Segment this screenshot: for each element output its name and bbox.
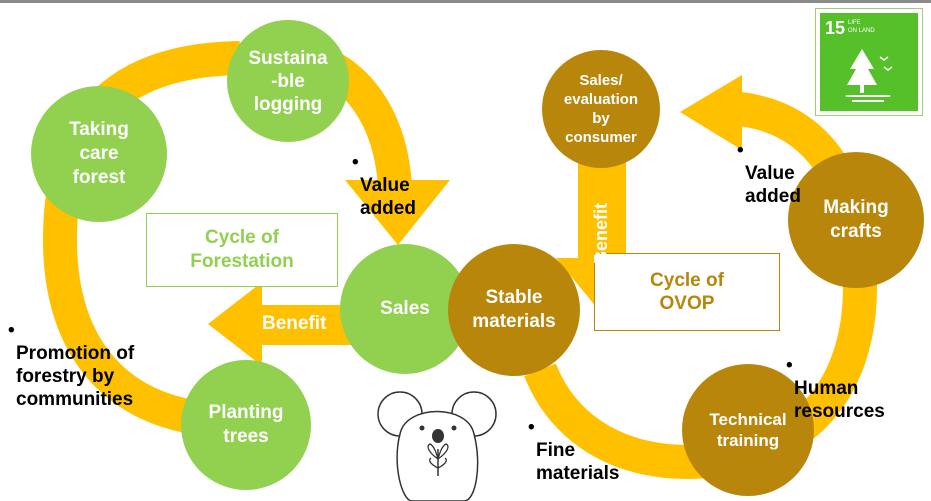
- forestation-cycle-title-text: Cycle of Forestation: [190, 227, 294, 272]
- human-resources-text: Human resources: [794, 378, 885, 422]
- node-taking-care-forest: Taking care forest: [31, 86, 167, 222]
- tree-icon: [846, 49, 893, 102]
- node-making-crafts: Making crafts: [788, 152, 924, 288]
- forestation-value-added-text: Value added: [360, 175, 416, 219]
- node-planting-trees-label: Planting trees: [208, 402, 284, 447]
- node-technical-training: Technical training: [682, 364, 814, 496]
- bullet: •: [786, 355, 793, 376]
- human-resources: • Human resources: [786, 331, 885, 423]
- ovop-value-arrowhead: [680, 75, 742, 150]
- value-added-arrowhead: [345, 180, 450, 245]
- forestation-value-added: • Value added: [352, 128, 416, 220]
- node-taking-care-forest-label: Taking care forest: [69, 119, 129, 188]
- node-sales-label: Sales: [380, 298, 430, 319]
- node-making-crafts-label: Making crafts: [823, 197, 889, 242]
- ovop-value-added: • Value added: [737, 116, 801, 208]
- ovop-cycle-title: Cycle of OVOP: [594, 253, 780, 331]
- promotion-of-forestry: • Promotion of forestry by communities: [8, 296, 134, 411]
- node-technical-training-label: Technical training: [709, 410, 787, 450]
- forestation-ring: [42, 41, 241, 437]
- fine-materials-text: Fine materials: [536, 440, 620, 484]
- sdg-number: 15: [825, 18, 846, 38]
- node-sustainable-logging: Sustaina -ble logging: [227, 20, 349, 142]
- bullet: •: [8, 320, 15, 341]
- ovop-ring: [524, 91, 877, 479]
- node-sustainable-logging-label: Sustaina -ble logging: [248, 47, 328, 115]
- promotion-of-forestry-text: Promotion of forestry by communities: [16, 343, 135, 410]
- forestation-benefit-label: Benefit: [262, 313, 327, 334]
- fine-materials: • Fine materials: [528, 393, 619, 485]
- node-stable-materials: Stable materials: [448, 244, 580, 376]
- bullet: •: [528, 417, 535, 438]
- ovop-cycle-title-text: Cycle of OVOP: [650, 270, 724, 314]
- top-rule: [0, 0, 931, 3]
- forestation-cycle-title: Cycle of Forestation: [146, 213, 338, 287]
- node-stable-materials-label: Stable materials: [472, 287, 556, 332]
- node-sales-evaluation-label: Sales/ evaluation by consumer: [563, 72, 639, 146]
- node-sales-evaluation: Sales/ evaluation by consumer: [542, 50, 660, 168]
- bullet: •: [737, 140, 744, 161]
- ovop-value-added-text: Value added: [745, 163, 801, 207]
- sdg-15-tile: 15 LIFE ON LAND: [820, 13, 918, 111]
- forestation-benefit-arrow: [208, 282, 352, 366]
- ovop-benefit-label: Benefit: [591, 202, 611, 264]
- sdg-15-badge: 15 LIFE ON LAND: [815, 8, 923, 116]
- node-planting-trees: Planting trees: [181, 360, 311, 490]
- bullet: •: [352, 152, 359, 173]
- sdg-caption: LIFE ON LAND: [848, 20, 875, 34]
- koala-mascot-icon: [377, 391, 497, 501]
